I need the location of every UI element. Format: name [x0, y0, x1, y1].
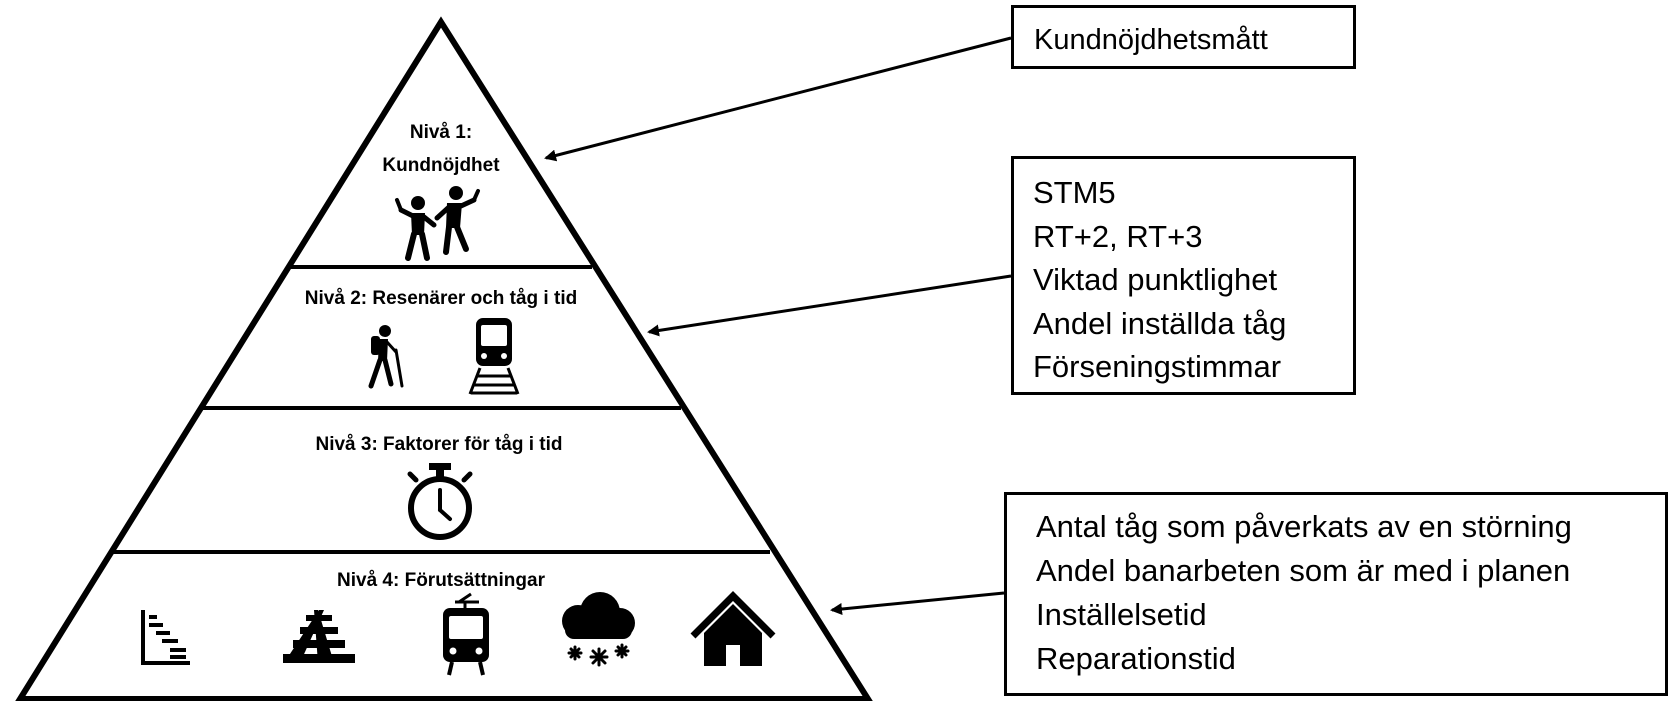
box-line: Viktad punktlighet — [1033, 262, 1278, 297]
train-icon — [468, 318, 520, 395]
snow-cloud-icon — [562, 592, 635, 667]
staircase-chart-icon — [141, 610, 190, 665]
railway-track-icon — [283, 610, 355, 663]
hiker-icon — [368, 325, 404, 389]
tram-icon — [443, 592, 489, 676]
box-line: Kundnöjdhetsmått — [1034, 24, 1268, 56]
box-line: STM5 — [1033, 175, 1116, 210]
level3-title: Nivå 3: Faktorer för tåg i tid — [315, 434, 562, 455]
box-line: Reparationstid — [1036, 641, 1236, 676]
arrow-satisfaction — [544, 36, 1012, 162]
level4-title: Nivå 4: Förutsättningar — [337, 570, 546, 591]
pyramid-outline — [15, 16, 873, 701]
box-line: Förseningstimmar — [1033, 349, 1282, 384]
stopwatch-icon — [407, 463, 473, 540]
box-line: Antal tåg som påverkats av en störning — [1036, 509, 1572, 544]
level1-title-line2: Kundnöjdhet — [382, 155, 500, 176]
box-line: Andel inställda tåg — [1033, 305, 1287, 341]
level1-title-line1: Nivå 1: — [410, 122, 472, 143]
level4-metrics-box: Antal tåg som påverkats av en störning A… — [1004, 492, 1668, 696]
dancing-people-icon — [395, 186, 480, 261]
box-line: Andel banarbeten som är med i planen — [1036, 553, 1571, 588]
arrow-level4 — [830, 591, 1005, 615]
box-line: Inställelsetid — [1036, 597, 1207, 632]
level2-title: Nivå 2: Resenärer och tåg i tid — [305, 288, 577, 309]
house-icon — [690, 591, 776, 666]
box-line: RT+2, RT+3 — [1033, 218, 1203, 254]
arrow-level2 — [647, 274, 1012, 337]
satisfaction-measure-box: Kundnöjdhetsmått — [1011, 5, 1356, 69]
level2-metrics-box: STM5 RT+2, RT+3 Viktad punktlighet Andel… — [1011, 156, 1356, 395]
